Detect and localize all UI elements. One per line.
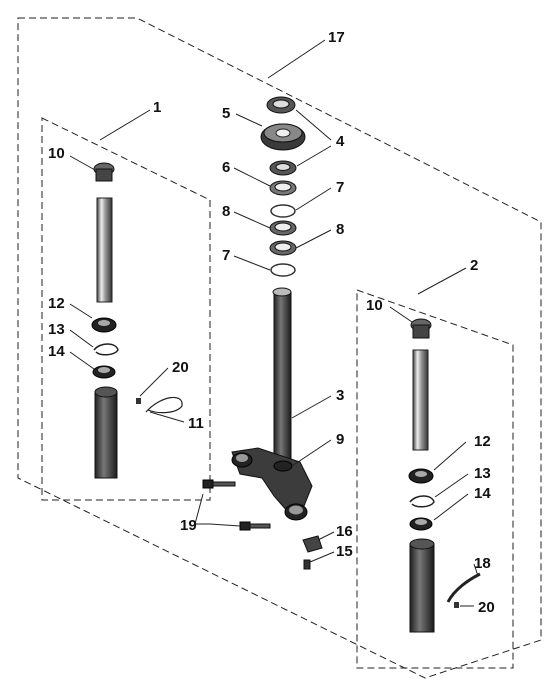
leader-lines: [69, 39, 479, 607]
callout-8b: 8: [336, 221, 344, 238]
left-fork-parts: [91, 162, 183, 479]
hose-clip-part-11: [145, 396, 183, 414]
ring-part-7b: [270, 263, 296, 277]
callout-20b: 20: [478, 599, 495, 616]
callout-10b: 10: [366, 297, 383, 314]
assembly-outline-17: [17, 17, 542, 679]
fork-tube-right: [412, 349, 429, 451]
right-fork-parts: [408, 318, 481, 633]
callout-3: 3: [336, 387, 344, 404]
brake-line-part-18: [446, 572, 481, 603]
screw-part-20a: [136, 398, 141, 404]
callout-17: 17: [328, 29, 345, 46]
callout-13b: 13: [474, 465, 491, 482]
clip-part-13a: [93, 343, 119, 356]
callout-9: 9: [336, 431, 344, 448]
callout-4: 4: [336, 133, 345, 150]
fork-slider-left: [94, 391, 118, 479]
callout-11: 11: [188, 415, 204, 432]
callout-8a: 8: [222, 203, 230, 220]
callout-2: 2: [470, 257, 478, 274]
steering-stem-parts: [202, 96, 323, 570]
callout-14b: 14: [474, 485, 491, 502]
callout-13a: 13: [48, 321, 65, 338]
clip-part-13b: [409, 495, 435, 508]
fork-leg-outline-right: [356, 289, 514, 669]
callout-19: 19: [180, 517, 197, 534]
callout-7a: 7: [336, 179, 344, 196]
callout-1: 1: [153, 99, 161, 116]
screw-part-20b: [454, 602, 459, 608]
callout-7b: 7: [222, 247, 230, 264]
callout-15: 15: [336, 543, 353, 560]
callout-6: 6: [222, 159, 230, 176]
callout-labels: 17 1 5 4 10 6 7 8 8 7 2 12 10 13 14 20 3…: [48, 29, 495, 616]
bolt-part-19a: [202, 479, 236, 489]
callout-18: 18: [474, 555, 491, 572]
callout-12b: 12: [474, 433, 491, 450]
ring-part-7a: [270, 204, 296, 218]
callout-16: 16: [336, 523, 353, 540]
callout-20a: 20: [172, 359, 189, 376]
callout-12a: 12: [48, 295, 65, 312]
callout-14a: 14: [48, 343, 65, 360]
fork-leg-outline-left: [41, 117, 211, 501]
fork-slider-right: [409, 543, 435, 633]
callout-5: 5: [222, 105, 230, 122]
bracket-part-16: [302, 535, 323, 553]
fork-tube-left: [96, 197, 113, 303]
bolt-part-19b: [239, 521, 271, 531]
screw-part-15: [303, 559, 311, 570]
callout-10a: 10: [48, 145, 65, 162]
stem-part-3: [273, 291, 292, 463]
